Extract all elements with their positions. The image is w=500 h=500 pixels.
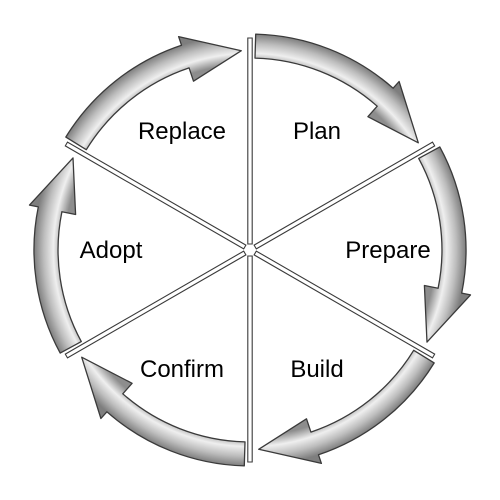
divider-line [253, 141, 436, 250]
arrow-build-to-confirm [258, 349, 435, 465]
stage-label-prepare: Prepare [345, 237, 430, 264]
stage-label-replace: Replace [138, 118, 226, 145]
sector-dividers [64, 37, 436, 463]
divider-line [64, 141, 247, 250]
stage-label-plan: Plan [293, 118, 341, 145]
divider-line [253, 250, 436, 359]
arrow-plan-to-prepare [254, 33, 419, 144]
divider-line [247, 37, 253, 245]
stage-label-adopt: Adopt [80, 237, 143, 264]
arrow-confirm-to-adopt [81, 356, 246, 467]
arrow-replace-to-plan [65, 35, 242, 151]
stage-labels: Plan Prepare Build Confirm Adopt Replace [80, 118, 431, 383]
stage-label-confirm: Confirm [140, 356, 224, 383]
arrow-adopt-to-replace [28, 157, 82, 354]
divider-line [64, 250, 247, 359]
cycle-arrows [28, 33, 472, 467]
divider-line [247, 255, 253, 463]
arrow-prepare-to-build [418, 146, 472, 343]
stage-label-build: Build [290, 356, 343, 383]
